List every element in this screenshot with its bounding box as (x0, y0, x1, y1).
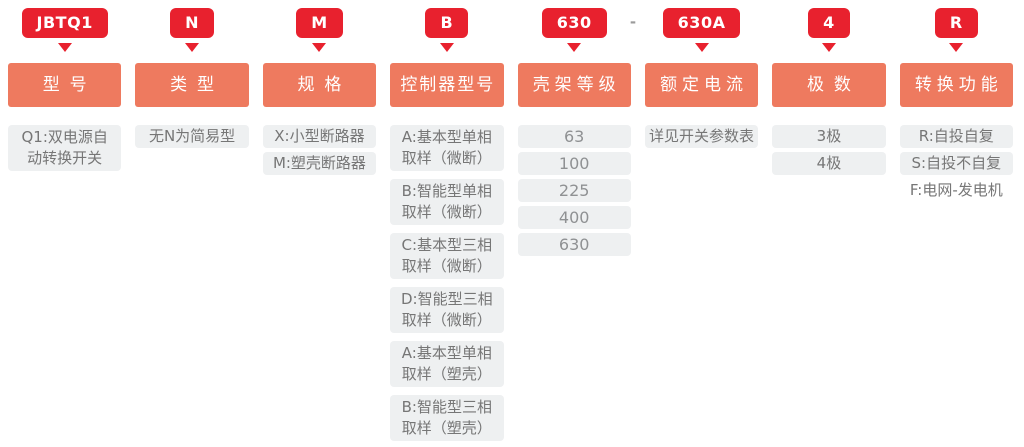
option-box: A:基本型单相 取样（微断） (390, 125, 504, 171)
model-code-badge: JBTQ1 (21, 8, 108, 38)
column-header-model: 型号 (8, 63, 122, 107)
option-box: 63 (517, 125, 631, 148)
option-line: 取样（塑壳） (401, 419, 492, 437)
option-box: 100 (517, 152, 631, 175)
frame-code-badge: 630 (541, 8, 607, 38)
type-code-badge: N (170, 8, 214, 38)
option-box: M:塑壳断路器 (262, 152, 377, 175)
column-header-frame: 壳架等级 (517, 63, 631, 107)
poles-code-badge: 4 (808, 8, 850, 38)
column-header-poles: 极数 (772, 63, 886, 107)
options-list: 详见开关参数表 (644, 125, 759, 148)
option-box: A:基本型单相 取样（塑壳） (390, 341, 504, 387)
option-box: 无N为简易型 (135, 125, 249, 148)
column-header-current: 额定电流 (644, 63, 759, 107)
options-list: X:小型断路器 M:塑壳断路器 (262, 125, 377, 175)
controller-code-badge: B (425, 8, 469, 38)
option-line: 取样（塑壳） (401, 365, 492, 383)
transfer-code-badge: R (934, 8, 978, 38)
option-box: X:小型断路器 (262, 125, 377, 148)
column-controller: B 控制器型号 A:基本型单相 取样（微断） B:智能型单相 取样（微断） C:… (390, 8, 504, 447)
option-box: C:基本型三相 取样（微断） (390, 233, 504, 279)
arrow-down-icon (439, 43, 454, 52)
option-box: 4极 (772, 152, 886, 175)
arrow-down-icon (567, 43, 582, 52)
option-box: B:智能型三相 取样（塑壳） (390, 395, 504, 441)
column-model: JBTQ1 型号 Q1:双电源自 动转换开关 (8, 8, 122, 447)
option-line: A:基本型单相 (401, 128, 492, 146)
column-transfer: R 转换功能 R:自投自复 S:自投不自复 F:电网-发电机 (899, 8, 1013, 447)
options-list: 无N为简易型 (135, 125, 249, 148)
option-line: D:智能型三相 (401, 290, 493, 308)
option-box: 400 (517, 206, 631, 229)
column-type: N 类型 无N为简易型 (135, 8, 249, 447)
option-box: S:自投不自复 (899, 152, 1013, 175)
options-list: A:基本型单相 取样（微断） B:智能型单相 取样（微断） C:基本型三相 取样… (390, 125, 504, 441)
current-code-badge: 630A (662, 8, 741, 38)
option-line: B:智能型三相 (401, 398, 492, 416)
column-spec: M 规格 X:小型断路器 M:塑壳断路器 (262, 8, 377, 447)
arrow-down-icon (57, 43, 72, 52)
option-box: F:电网-发电机 (909, 181, 1003, 199)
arrow-down-icon (185, 43, 200, 52)
arrow-down-icon (821, 43, 836, 52)
option-line: 取样（微断） (401, 257, 492, 275)
option-box: Q1:双电源自 动转换开关 (8, 125, 122, 171)
option-box: D:智能型三相 取样（微断） (390, 287, 504, 333)
column-header-spec: 规格 (262, 63, 377, 107)
arrow-down-icon (694, 43, 709, 52)
option-box: B:智能型单相 取样（微断） (390, 179, 504, 225)
column-header-type: 类型 (135, 63, 249, 107)
spec-code-badge: M (296, 8, 343, 38)
column-frame: 630 壳架等级 63 100 225 400 630 (517, 8, 631, 447)
column-current: 630A 额定电流 详见开关参数表 (644, 8, 759, 447)
option-line: 动转换开关 (27, 149, 103, 167)
options-list: R:自投自复 S:自投不自复 F:电网-发电机 (899, 125, 1013, 202)
options-list: 63 100 225 400 630 (517, 125, 631, 256)
option-line: 取样（微断） (401, 149, 492, 167)
option-line: C:基本型三相 (401, 236, 493, 254)
code-separator-dash: - (629, 13, 637, 31)
option-line: A:基本型单相 (401, 344, 492, 362)
column-header-controller: 控制器型号 (390, 63, 504, 107)
column-poles: 4 极数 3极 4极 (772, 8, 886, 447)
option-line: B:智能型单相 (401, 182, 492, 200)
option-box: 225 (517, 179, 631, 202)
option-box: 630 (517, 233, 631, 256)
column-header-transfer: 转换功能 (899, 63, 1013, 107)
options-list: Q1:双电源自 动转换开关 (8, 125, 122, 171)
options-list: 3极 4极 (772, 125, 886, 175)
option-box: 详见开关参数表 (644, 125, 759, 148)
option-line: 取样（微断） (401, 203, 492, 221)
option-box: R:自投自复 (899, 125, 1013, 148)
option-box: 3极 (772, 125, 886, 148)
option-line: Q1:双电源自 (21, 128, 108, 146)
arrow-down-icon (949, 43, 964, 52)
arrow-down-icon (312, 43, 327, 52)
option-line: 取样（微断） (401, 311, 492, 329)
